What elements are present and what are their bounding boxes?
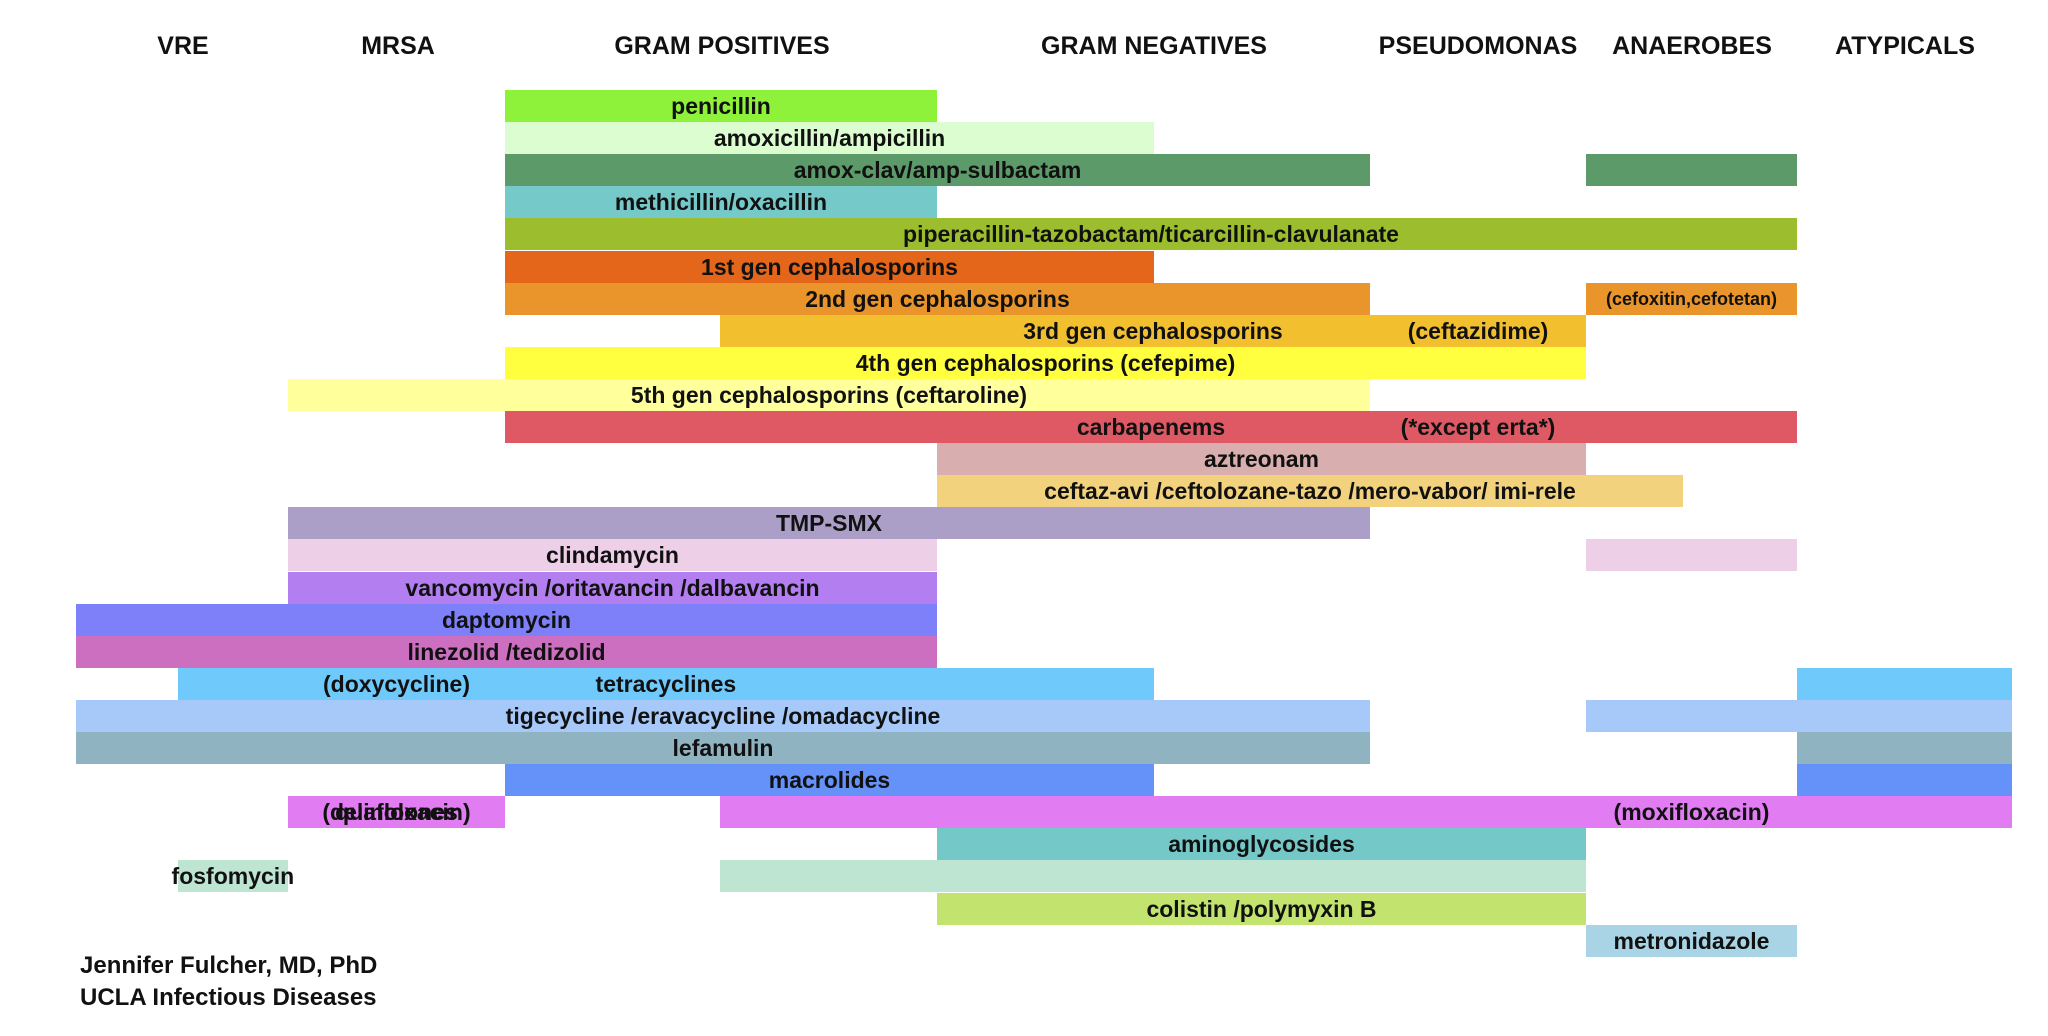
drug-label-lefamulin: lefamulin (672, 735, 774, 761)
drug-label-methicillin-oxacillin: methicillin/oxacillin (614, 189, 828, 215)
coverage-bar-daptomycin (76, 604, 937, 636)
drug-label-1st-gen-cephalosporins: 1st gen cephalosporins (701, 254, 958, 280)
drug-note-2nd-gen-cephalosporins: (cefoxitin,cefotetan) (1605, 289, 1778, 309)
column-header-mrsa: MRSA (361, 32, 435, 60)
coverage-bar-methicillin-oxacillin (505, 186, 937, 218)
drug-label-macrolides: macrolides (768, 767, 891, 793)
drug-label-4th-gen-cephalosporins-cefepime: 4th gen cephalosporins (cefepime) (855, 350, 1236, 376)
author-credit: Jennifer Fulcher, MD, PhD UCLA Infectiou… (80, 950, 377, 1014)
drug-label-tetracyclines: tetracyclines (595, 671, 737, 697)
coverage-bar-2nd-gen-cephalosporins (505, 283, 1370, 315)
drug-note-quinolones: (delafloxacin) (322, 799, 471, 825)
coverage-bar-clindamycin (1586, 539, 1797, 571)
coverage-bar-quinolones (288, 796, 505, 828)
drug-note-carbapenems: (*except erta*) (1400, 414, 1556, 440)
coverage-bar-lefamulin (76, 732, 1370, 764)
coverage-bar-3rd-gen-cephalosporins (720, 315, 1586, 347)
drug-label-tigecycline-eravacycline-omadacycline: tigecycline /eravacycline /omadacycline (505, 703, 941, 729)
coverage-bar-macrolides (505, 764, 1154, 796)
drug-label-linezolid-tedizolid: linezolid /tedizolid (407, 639, 606, 665)
coverage-bar-5th-gen-cephalosporins-ceftaroline (288, 379, 1370, 411)
drug-label-penicillin: penicillin (671, 93, 771, 119)
drug-label-metronidazole: metronidazole (1613, 928, 1770, 954)
drug-label-aminoglycosides: aminoglycosides (1168, 831, 1355, 857)
coverage-bar-lefamulin (1797, 732, 2012, 764)
coverage-bar-tigecycline-eravacycline-omadacycline (76, 700, 1370, 732)
coverage-bar-1st-gen-cephalosporins (505, 251, 1154, 283)
coverage-bar-aminoglycosides (937, 828, 1586, 860)
coverage-bar-carbapenems (505, 411, 1797, 443)
drug-note-quinolones: (moxifloxacin) (1613, 799, 1770, 825)
coverage-bar-2nd-gen-cephalosporins (1586, 283, 1797, 315)
coverage-bar-amox-clav-amp-sulbactam (505, 154, 1370, 186)
coverage-bar-metronidazole (1586, 925, 1797, 957)
column-header-pseudomonas: PSEUDOMONAS (1378, 32, 1578, 60)
coverage-bar-tmp-smx (288, 507, 1370, 539)
coverage-bar-aztreonam (937, 443, 1586, 475)
coverage-bar-tigecycline-eravacycline-omadacycline (1586, 700, 2012, 732)
drug-label-aztreonam: aztreonam (1203, 446, 1320, 472)
coverage-bar-4th-gen-cephalosporins-cefepime (505, 347, 1586, 379)
column-header-gram-negatives: GRAM NEGATIVES (1041, 32, 1267, 60)
drug-label-piperacillin-tazobactam-ticarcillin-clavulanate: piperacillin-tazobactam/ticarcillin-clav… (903, 221, 1399, 247)
drug-note-tetracyclines: (doxycycline) (323, 671, 470, 697)
drug-label-daptomycin: daptomycin (441, 607, 572, 633)
coverage-bar-quinolones (720, 796, 2012, 828)
drug-label-carbapenems: carbapenems (1076, 414, 1226, 440)
drug-label-5th-gen-cephalosporins-ceftaroline: 5th gen cephalosporins (ceftaroline) (630, 382, 1028, 408)
column-header-gram-positives: GRAM POSITIVES (614, 32, 830, 60)
coverage-bar-amoxicillin-ampicillin (505, 122, 1154, 154)
credit-author: Jennifer Fulcher, MD, PhD (80, 952, 378, 979)
drug-label-vancomycin-oritavancin-dalbavancin: vancomycin /oritavancin /dalbavancin (405, 575, 820, 601)
coverage-bar-tetracyclines (177, 668, 1154, 700)
drug-label-3rd-gen-cephalosporins: 3rd gen cephalosporins (1023, 318, 1283, 344)
drug-label-ceftaz-avi-ceftolozane-tazo-mero-vabor-imi-rele: ceftaz-avi /ceftolozane-tazo /mero-vabor… (1044, 478, 1576, 504)
column-header-vre: VRE (157, 32, 209, 60)
coverage-bar-vancomycin-oritavancin-dalbavancin (288, 572, 937, 604)
coverage-bar-macrolides (1797, 764, 2012, 796)
coverage-bar-amox-clav-amp-sulbactam (1586, 154, 1797, 186)
coverage-bar-fosfomycin (720, 860, 1586, 892)
drug-label-fosfomycin: fosfomycin (171, 863, 295, 889)
credit-institution: UCLA Infectious Diseases (80, 984, 377, 1011)
coverage-bar-linezolid-tedizolid (76, 636, 937, 668)
drug-note-3rd-gen-cephalosporins: (ceftazidime) (1407, 318, 1549, 344)
drug-label-2nd-gen-cephalosporins: 2nd gen cephalosporins (805, 286, 1070, 312)
column-header-anaerobes: ANAEROBES (1612, 32, 1772, 60)
drug-label-amoxicillin-ampicillin: amoxicillin/ampicillin (713, 125, 946, 151)
coverage-bar-penicillin (505, 90, 937, 122)
drug-label-quinolones: quinolones (335, 799, 458, 825)
drug-label-colistin-polymyxin-b: colistin /polymyxin B (1146, 896, 1377, 922)
coverage-bar-colistin-polymyxin-b (937, 893, 1586, 925)
drug-label-clindamycin: clindamycin (546, 542, 679, 568)
column-headers: VRE MRSA GRAM POSITIVES GRAM NEGATIVES PSEUD… (0, 0, 2048, 80)
coverage-bar-clindamycin (288, 539, 937, 571)
coverage-bar-piperacillin-tazobactam-ticarcillin-clavulanate (505, 218, 1797, 250)
coverage-bar-ceftaz-avi-ceftolozane-tazo-mero-vabor-imi-rele (937, 475, 1684, 507)
drug-label-amox-clav-amp-sulbactam: amox-clav/amp-sulbactam (793, 157, 1082, 183)
coverage-bar-tetracyclines (1797, 668, 2012, 700)
coverage-bar-fosfomycin (177, 860, 288, 892)
drug-label-tmp-smx: TMP-SMX (775, 510, 883, 536)
column-header-atypicals: ATYPICALS (1835, 32, 1975, 60)
